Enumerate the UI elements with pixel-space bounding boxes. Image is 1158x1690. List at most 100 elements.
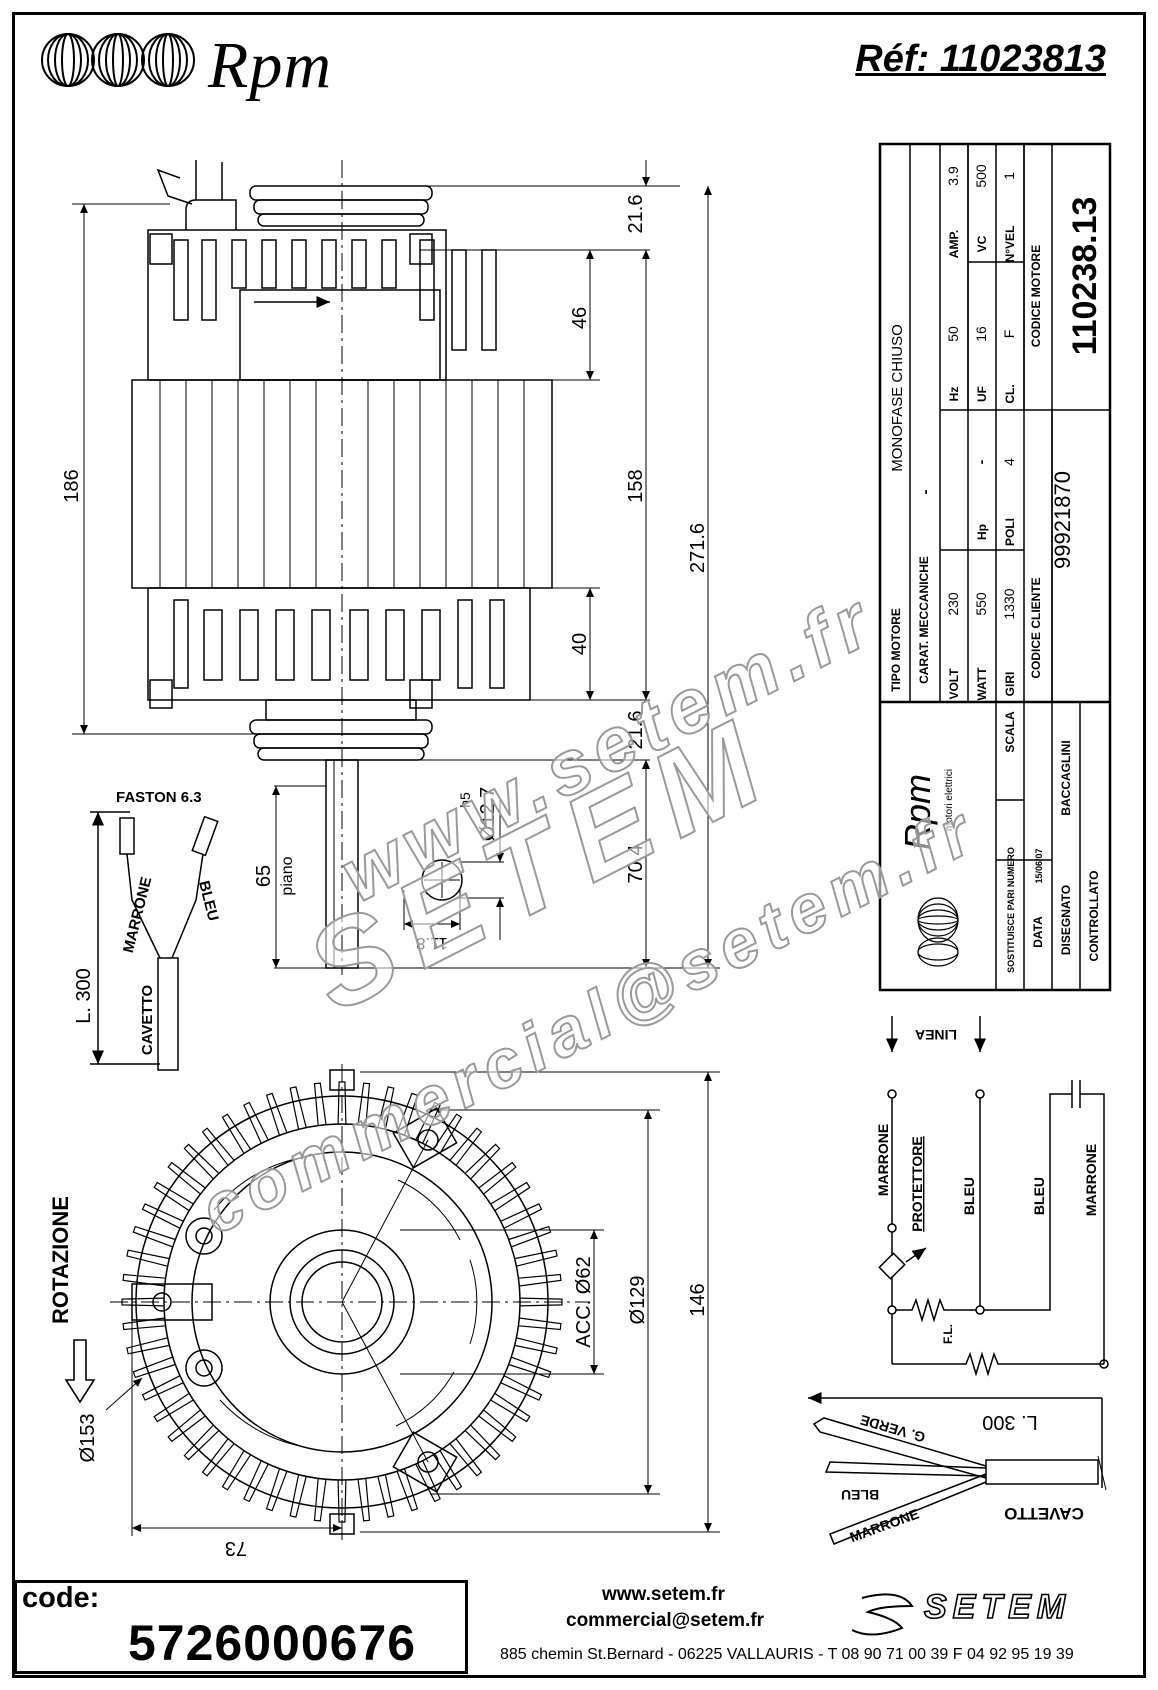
wiring-diagram: [878, 1016, 1109, 1377]
tb-giri-value: 1330: [1001, 588, 1017, 619]
cooling-fin: [153, 1181, 194, 1212]
wiring-fl-label: F.L.: [941, 1324, 955, 1344]
code-label: code:: [22, 1582, 100, 1614]
tb-data-label: DATA: [1031, 916, 1045, 948]
cooling-fin: [289, 1474, 307, 1518]
cooling-fin: [514, 1249, 558, 1267]
title-block-coils-icon: [917, 897, 959, 967]
cooling-fin: [449, 1127, 483, 1166]
tb-vc-value: 500: [973, 164, 989, 188]
tb-scala-label: SCALA: [1003, 711, 1017, 753]
tb-carat-label: CARAT. MECCANICHE: [917, 556, 931, 684]
tb-cl-value: F: [1001, 330, 1017, 339]
cooling-fin: [141, 1203, 184, 1229]
tb-poli-label: POLI: [1003, 518, 1017, 546]
brand-name: Rpm: [208, 29, 332, 102]
cooling-fin: [122, 1273, 166, 1287]
lead-marrone-label: MARRONE: [120, 875, 155, 954]
cooling-fin: [478, 1161, 517, 1195]
cable-length-label: L. 300: [982, 1411, 1038, 1433]
cooling-fin: [167, 1161, 206, 1195]
tb-codice-motore-label: CODICE MOTORE: [1029, 245, 1043, 347]
rotation-arrow-icon: [64, 1339, 96, 1404]
dim-129: Ø129: [627, 1276, 649, 1325]
cooling-fin: [514, 1337, 558, 1355]
title-block-grid: [878, 142, 1112, 992]
dim-70-4: 70.4: [625, 845, 647, 884]
tb-hz-label: Hz: [947, 387, 961, 402]
cooling-fin: [313, 1082, 327, 1126]
tb-sostituisce-label: SOSTITUISCE PARI NUMERO: [1006, 847, 1016, 973]
cable-marrone-label: MARRONE: [848, 1505, 921, 1545]
cooling-fin: [518, 1273, 562, 1287]
dim-h5: h5: [457, 792, 473, 808]
lead-cavetto-label: CAVETTO: [139, 985, 156, 1056]
cooling-fin: [265, 1468, 288, 1512]
cooling-fin: [167, 1409, 206, 1443]
cooling-fin: [377, 1474, 395, 1518]
wiring-protettore-label: PROTETTORE: [909, 1136, 925, 1231]
tb-giri-label: GIRI: [1003, 672, 1017, 697]
tb-hz-value: 50: [945, 326, 961, 342]
cooling-fin: [508, 1225, 552, 1248]
cooling-fin: [415, 1460, 441, 1503]
cooling-fin: [183, 1424, 220, 1461]
tb-vc-label: VC: [975, 235, 989, 252]
dim-271-6: 271.6: [687, 523, 709, 573]
dim-65: 65: [253, 865, 275, 887]
cooling-fin: [153, 1392, 194, 1423]
footer-address: 885 chemin St.Bernard - 06225 VALLAURIS …: [500, 1646, 1074, 1663]
dim-46: 46: [569, 307, 591, 329]
cooling-fin: [478, 1409, 517, 1443]
drawing-sheet-border: [12, 12, 1146, 1678]
motor-side-view: [131, 160, 553, 975]
cooling-fin: [357, 1478, 371, 1522]
cooling-fin: [357, 1082, 371, 1126]
tb-uf-label: UF: [975, 386, 989, 402]
dim-186: 186: [61, 469, 83, 502]
cooling-fin: [221, 1450, 252, 1491]
footer-email[interactable]: commercial@setem.fr: [566, 1610, 765, 1631]
cooling-fin: [377, 1086, 395, 1130]
wiring-bleu2-label: BLEU: [1031, 1177, 1047, 1215]
tb-uf-value: 16: [973, 326, 989, 342]
dim-21-6-bottom: 21.6: [625, 711, 647, 750]
dim-flat: 11.8: [416, 934, 448, 953]
code-box: [14, 1580, 468, 1674]
cooling-fin: [464, 1424, 501, 1461]
rotation-label: ROTAZIONE: [48, 1196, 73, 1324]
tb-disegnato-value: BACCAGLINI: [1059, 740, 1073, 815]
tb-data-value: 15/06/07: [1034, 848, 1044, 883]
cable-labels: L. 300 G. VERDE BLEU MARRONE CAVETTO: [841, 1411, 1084, 1545]
tb-codice-cliente-label: CODICE CLIENTE: [1029, 577, 1043, 678]
cable-bleu-label: BLEU: [841, 1487, 879, 1503]
cooling-fin: [500, 1375, 543, 1401]
footer-website[interactable]: www.setem.fr: [602, 1584, 725, 1605]
tb-rpm-logo: Rpm: [897, 774, 938, 850]
front-view-cooling-fins: [121, 1081, 563, 1523]
faston-labels: FASTON 6.3 MARRONE BLEU CAVETTO L. 300: [73, 789, 222, 1055]
dim-40: 40: [569, 633, 591, 655]
wiring-labels: LINEA MARRONE PROTETTORE BLEU BLEU MARRO…: [875, 1027, 1099, 1344]
cooling-fin: [490, 1181, 531, 1212]
cooling-fin: [337, 1081, 347, 1125]
tb-codice-motore-value: 110238.13: [1066, 197, 1104, 356]
setem-logo-icon: [851, 1593, 914, 1636]
cooling-fin: [396, 1092, 419, 1136]
cooling-fin: [432, 1450, 463, 1491]
title-block-text: TIPO MOTORE MONOFASE CHIUSO CARAT. MECCA…: [889, 164, 1104, 973]
cooling-fin: [141, 1375, 184, 1401]
faston-label: FASTON 6.3: [116, 789, 202, 806]
cooling-fin: [500, 1203, 543, 1229]
cooling-fin: [464, 1143, 501, 1180]
footer-setem-logo: SETEM: [923, 1587, 1072, 1627]
front-view-dimension-labels: 146 Ø129 ACC. Ø62 Ø153 73: [77, 1256, 709, 1559]
faston-leads: [90, 811, 219, 1071]
cooling-fin: [221, 1113, 252, 1154]
dim-21-6-top: 21.6: [625, 195, 647, 234]
wiring-bleu-label: BLEU: [961, 1177, 977, 1215]
tb-volt-value: 230: [945, 592, 961, 616]
cooling-fin: [313, 1478, 327, 1522]
motor-front-view: [110, 1064, 590, 1540]
